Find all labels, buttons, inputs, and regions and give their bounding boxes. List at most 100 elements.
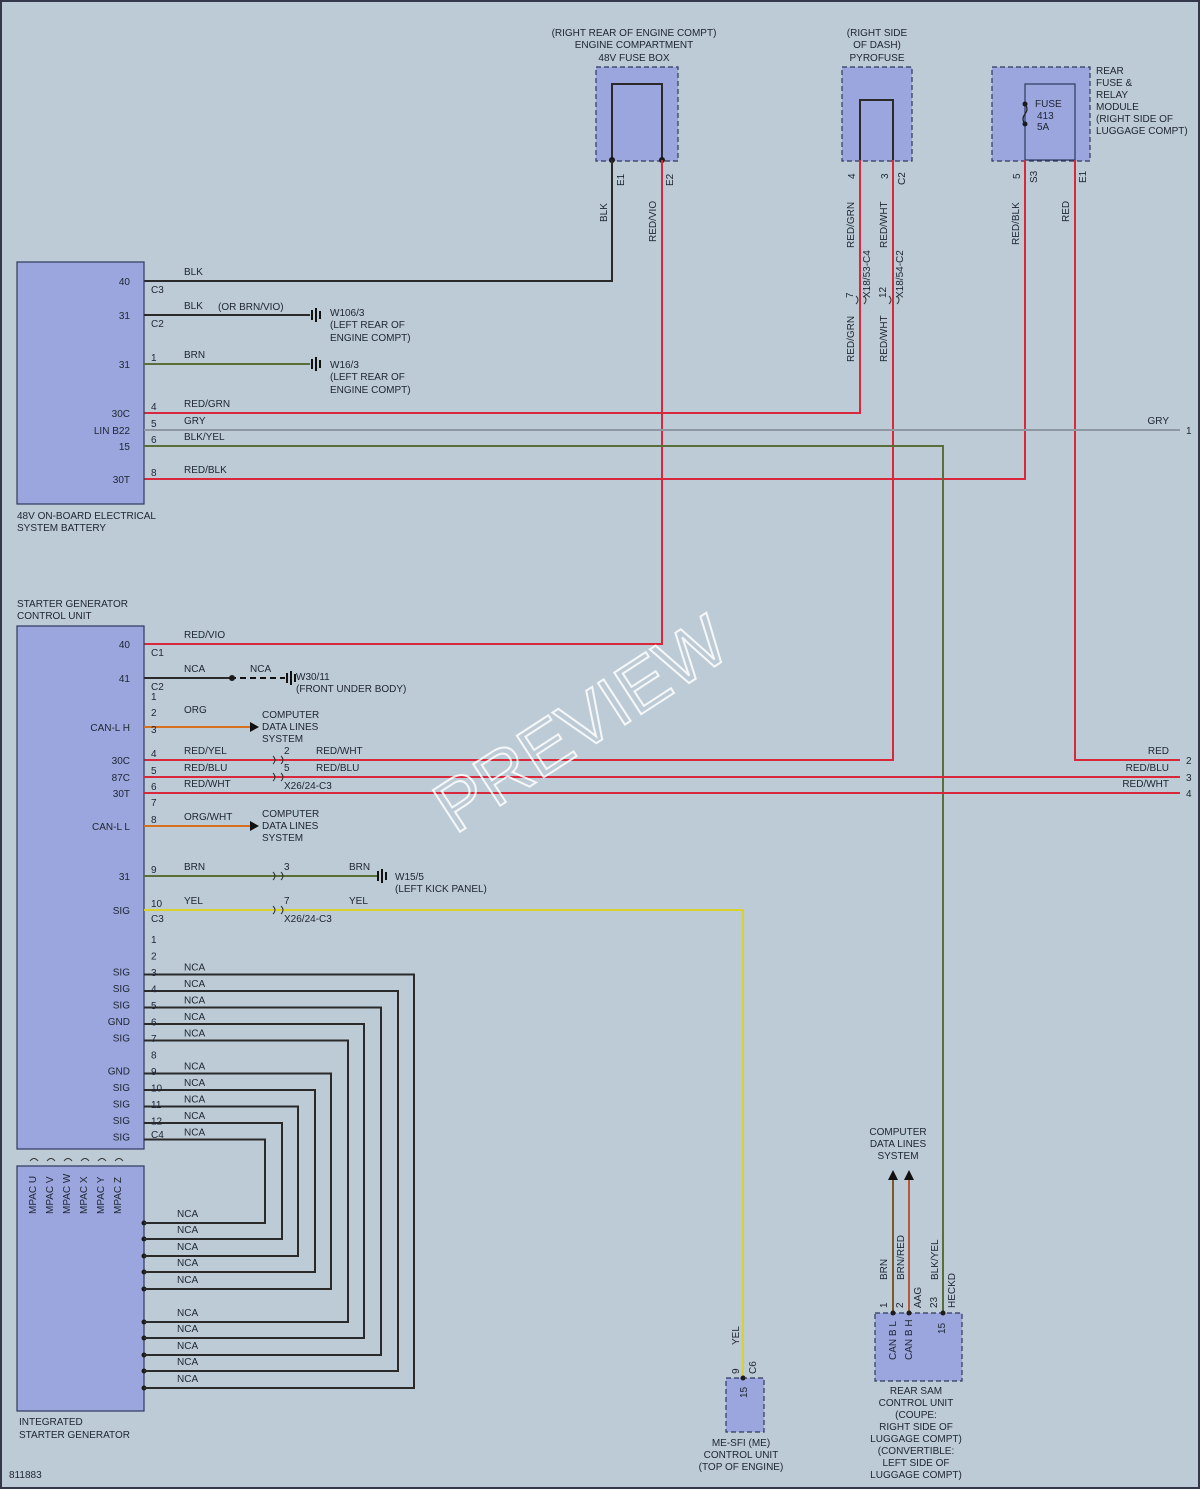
rs-conn-2: AAG xyxy=(913,1287,924,1308)
starter-generator-cu: STARTER GENERATOR CONTROL UNIT xyxy=(16,599,145,1150)
cdl-1: COMPUTER DATA LINES SYSTEM xyxy=(262,710,319,745)
rear-sam-label-1: REAR SAM xyxy=(890,1386,942,1397)
sgcu-conn2-12: X26/24-C3 xyxy=(284,914,332,925)
rear-sam-label-5: LUGGAGE COMPT) xyxy=(870,1434,962,1445)
battery-wire-label-2: BLK xyxy=(184,301,203,312)
fuse-box-48v: (RIGHT REAR OF ENGINE COMPT) ENGINE COMP… xyxy=(552,28,717,186)
c4-pin-num-12: 12 xyxy=(151,1117,163,1128)
right-wire-label-2: RED xyxy=(1148,746,1169,757)
sgcu-conn2-7: X26/24-C3 xyxy=(284,781,332,792)
wire-label-p7: 7 xyxy=(845,292,856,298)
isg-label-2: STARTER GENERATOR xyxy=(19,1430,130,1441)
c4-wire-label-3: NCA xyxy=(184,979,205,990)
c4-wire-label-6: NCA xyxy=(184,1029,205,1040)
ground-w30-1: W30/11 xyxy=(296,672,330,683)
sgcu-pin-num-5: 3 xyxy=(151,725,157,736)
isg-wire-label-7: NCA xyxy=(177,1324,198,1335)
c4-wire-5 xyxy=(144,1023,365,1339)
rfrm-label-1: REAR xyxy=(1096,66,1124,77)
isg-wire-label-3: NCA xyxy=(177,1242,198,1253)
isg-tick-6 xyxy=(114,1158,124,1162)
wire-label-x18-53: X18/53-C4 xyxy=(862,250,873,298)
cdl-1-label-2: DATA LINES xyxy=(262,722,319,733)
sgcu-pin-num-10: 8 xyxy=(151,815,157,826)
sgcu-wire-label-4: ORG xyxy=(184,705,207,716)
fuse-box-pin-e1: E1 xyxy=(616,173,627,186)
c4-pin-num-9: 9 xyxy=(151,1067,157,1078)
fuse-box-48v-label-1: (RIGHT REAR OF ENGINE COMPT) xyxy=(552,28,717,39)
isg-wire-label-9: NCA xyxy=(177,1357,198,1368)
rear-sam-label-4: RIGHT SIDE OF xyxy=(879,1422,953,1433)
battery-pin-7: 30T xyxy=(113,475,130,486)
battery-wire-label-5: GRY xyxy=(184,416,206,427)
c4-wire-8 xyxy=(144,1072,332,1290)
pyrofuse-label-2: OF DASH) xyxy=(853,40,901,51)
c4-wire-label-2: NCA xyxy=(184,963,205,974)
sgcu-pin-4: CAN-L H xyxy=(90,723,130,734)
isg-wire-label-1: NCA xyxy=(177,1209,198,1220)
c4-pin-3: SIG xyxy=(113,984,130,995)
c4-wire-label-5: NCA xyxy=(184,1012,205,1023)
rear-sam-control-unit: COMPUTER DATA LINES SYSTEM BRN BRN/RED B… xyxy=(869,1127,963,1481)
battery-label-2: SYSTEM BATTERY xyxy=(17,523,106,534)
rear-sam-label-3: (COUPE: xyxy=(895,1410,937,1421)
rfrm-label-2: FUSE & xyxy=(1096,78,1132,89)
battery-pin-num-3: 1 xyxy=(151,353,157,364)
ground-w30-2: (FRONT UNDER BODY) xyxy=(296,684,406,695)
c4-pin-num-4: 4 xyxy=(151,985,157,996)
rear-sam-label-7: LEFT SIDE OF xyxy=(882,1458,949,1469)
preview-watermark: PREVIEW xyxy=(420,600,742,848)
isg-tick-4 xyxy=(80,1158,90,1162)
sgcu-pin-num-3: 1 xyxy=(151,692,157,703)
me-sfi-wire: YEL xyxy=(731,1326,742,1345)
c4-pin-10: SIG xyxy=(113,1100,130,1111)
battery-wire-label-3: BRN xyxy=(184,350,205,361)
c4-wire-3 xyxy=(144,990,399,1372)
c4-wire-label-11: NCA xyxy=(184,1111,205,1122)
sgcu-wire-label-11: BRN xyxy=(184,862,205,873)
sgcu-pin-11: 31 xyxy=(119,872,131,883)
rs-wire-3: BLK/YEL xyxy=(930,1239,941,1280)
battery-wire-label-1: BLK xyxy=(184,267,203,278)
fuse-413-label-2: 413 xyxy=(1037,111,1054,122)
me-sfi-label-1: ME-SFI (ME) xyxy=(712,1438,770,1449)
sgcu-pin-num-4: 2 xyxy=(151,708,157,719)
sgcu-conn-12: C3 xyxy=(151,914,164,925)
battery-label-1: 48V ON-BOARD ELECTRICAL xyxy=(17,511,156,522)
c4-pin-num-10: 10 xyxy=(151,1084,163,1095)
rfrm-pin-s3: S3 xyxy=(1029,170,1040,183)
rfrm-label-4: MODULE xyxy=(1096,102,1139,113)
battery-pin-2: 31 xyxy=(119,311,131,322)
wire-label-redblk-top: RED/BLK xyxy=(1011,202,1022,245)
isg-tick-3 xyxy=(63,1158,73,1162)
rfrm-label-6: LUGGAGE COMPT) xyxy=(1096,126,1188,137)
cdl-2: COMPUTER DATA LINES SYSTEM xyxy=(262,809,319,844)
ground-w30: W30/11 (FRONT UNDER BODY) xyxy=(296,672,406,695)
sgcu-pin-8: 30T xyxy=(113,789,130,800)
sgcu-wire-label-8: RED/WHT xyxy=(184,779,231,790)
battery-pin-1: 40 xyxy=(119,277,131,288)
sgcu-pin-6: 30C xyxy=(112,756,130,767)
right-wire-label-1: GRY xyxy=(1148,416,1170,427)
battery-pin-6: 15 xyxy=(119,442,131,453)
ground-w15: W15/5 (LEFT KICK PANEL) xyxy=(395,872,487,895)
sgcu-pin-10: CAN-L L xyxy=(92,822,130,833)
sgcu-wire2-label-11: BRN xyxy=(349,862,370,873)
me-sfi-label-2: CONTROL UNIT xyxy=(704,1450,779,1461)
isg-wire-label-2: NCA xyxy=(177,1225,198,1236)
right-wire-label-4: RED/WHT xyxy=(1122,779,1169,790)
sgcu-pin-num-6: 4 xyxy=(151,749,157,760)
rear-fuse-relay-module: FUSE 413 5A REAR FUSE & RELAY MODULE (RI… xyxy=(991,66,1188,183)
isg-wire-label-4: NCA xyxy=(177,1258,198,1269)
c4-wire-12 xyxy=(144,1138,266,1224)
diagram-number: 811883 xyxy=(9,1470,42,1481)
rs-conn-3: HECKD xyxy=(947,1273,958,1308)
rfrm-pin-e1: E1 xyxy=(1078,170,1089,183)
c4-wire-6 xyxy=(144,1039,349,1323)
rear-sam-label-2: CONTROL UNIT xyxy=(879,1398,954,1409)
c4-wire-label-12: NCA xyxy=(184,1128,205,1139)
cdl-2-label-2: DATA LINES xyxy=(262,821,319,832)
wire-label-p12: 12 xyxy=(878,286,889,298)
